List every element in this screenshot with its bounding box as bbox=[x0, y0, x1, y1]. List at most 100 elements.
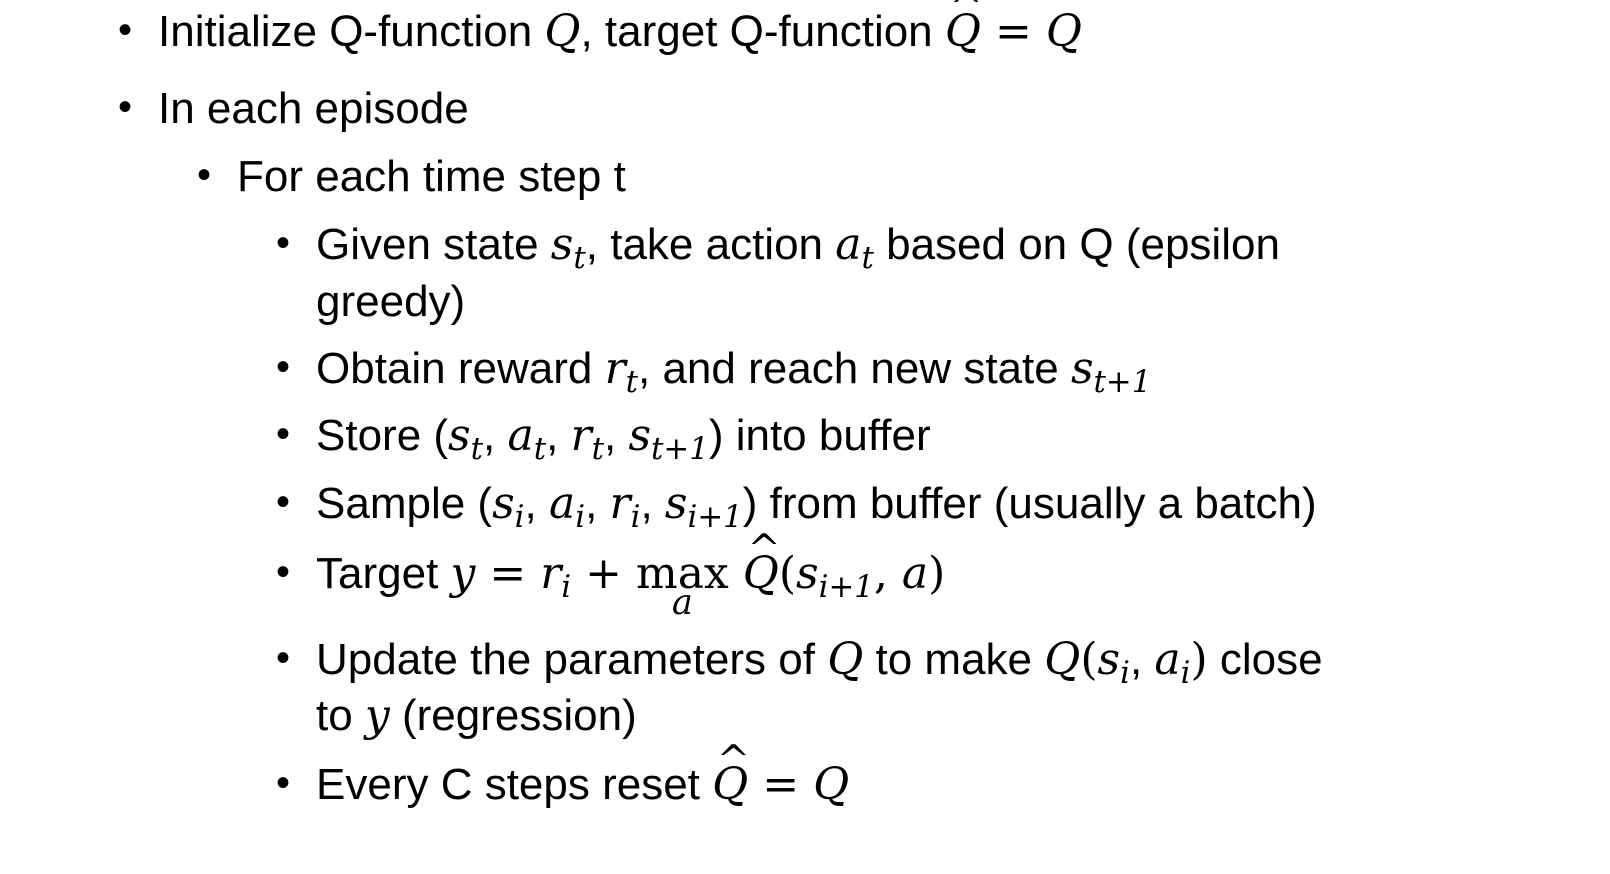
math-subscript: t bbox=[591, 431, 604, 468]
math-operator: = bbox=[748, 759, 814, 810]
text-fragment: close bbox=[1207, 635, 1323, 684]
math-symbol: Q bbox=[544, 6, 581, 57]
math-variable: rt bbox=[604, 343, 638, 398]
math-symbol: Q bbox=[813, 759, 850, 810]
math-subscript: i bbox=[630, 499, 641, 536]
math-symbol: r bbox=[609, 478, 631, 529]
math-symbol: r bbox=[540, 548, 562, 599]
bullet-marker: • bbox=[197, 153, 212, 197]
text-fragment: Every C steps reset bbox=[316, 760, 713, 809]
math-symbol: a bbox=[1154, 634, 1181, 685]
math-subscript: t bbox=[470, 431, 484, 468]
text-fragment: , bbox=[483, 411, 508, 460]
text-fragment: based on Q (epsilon bbox=[873, 220, 1280, 269]
math-subscript: i bbox=[561, 569, 572, 606]
math-variable: Q bbox=[813, 759, 849, 810]
text-fragment: , bbox=[585, 479, 610, 528]
math-symbol: Q bbox=[944, 6, 981, 57]
bullet-item-level-2: For each time step t bbox=[237, 155, 626, 199]
math-symbol: y bbox=[364, 690, 390, 741]
math-variable: si bbox=[1097, 634, 1129, 689]
math-variable: ai bbox=[1154, 634, 1190, 689]
bullet-marker: • bbox=[276, 480, 291, 524]
text-fragment: , bbox=[546, 411, 571, 460]
text-fragment: Initialize Q-function bbox=[158, 7, 545, 56]
math-variable: at bbox=[507, 410, 546, 465]
math-subscript: i bbox=[575, 499, 586, 536]
math-operator: , bbox=[873, 548, 902, 599]
math-symbol: s bbox=[664, 478, 688, 529]
math-variable: Q bbox=[827, 634, 863, 685]
math-variable: Q bbox=[544, 6, 580, 57]
text-fragment: Target bbox=[316, 549, 451, 598]
math-symbol: y bbox=[450, 548, 476, 599]
bullet-marker: • bbox=[276, 761, 291, 805]
math-symbol: a bbox=[901, 548, 929, 599]
math-subscript: i bbox=[1180, 655, 1191, 692]
math-operator bbox=[729, 548, 743, 599]
bullet-item-level-3: Store (st, at, rt, st+1) into buffer bbox=[316, 411, 931, 465]
math-symbol: s bbox=[628, 410, 652, 461]
math-symbol: s bbox=[1070, 343, 1094, 394]
bullet-item-level-1: In each episode bbox=[158, 87, 469, 131]
math-symbol: r bbox=[604, 343, 626, 394]
math-variable: a bbox=[902, 548, 928, 599]
bullet-item-level-3: Every C steps reset Q = Q bbox=[316, 741, 849, 809]
math-symbol: s bbox=[1097, 634, 1121, 685]
math-operator: ( bbox=[1080, 634, 1098, 685]
bullet-item-level-3: Update the parameters of Q to make Q(si,… bbox=[316, 635, 1323, 689]
text-fragment: Sample ( bbox=[316, 479, 493, 528]
math-variable: st bbox=[448, 410, 483, 465]
text-fragment: Obtain reward bbox=[316, 344, 605, 393]
bullet-item-level-3: Given state st, take action at based on … bbox=[316, 220, 1280, 274]
text-fragment: , take action bbox=[585, 220, 836, 269]
bullet-item-level-3: Sample (si, ai, ri, si+1) from buffer (u… bbox=[316, 479, 1317, 533]
text-fragment: Store ( bbox=[316, 411, 449, 460]
math-variable: ri bbox=[609, 478, 641, 533]
math-variable: y bbox=[365, 690, 390, 741]
text-fragment: , and reach new state bbox=[638, 344, 1071, 393]
math-variable: st bbox=[550, 219, 586, 274]
math-subscript: i+1 bbox=[687, 499, 743, 536]
math-operator: = bbox=[475, 548, 541, 599]
bullet-marker: • bbox=[118, 8, 133, 52]
text-fragment: In each episode bbox=[158, 84, 469, 133]
text-fragment: ) into buffer bbox=[708, 411, 931, 460]
text-fragment: , target Q-function bbox=[580, 7, 945, 56]
math-variable: y bbox=[451, 548, 476, 599]
math-hat-variable: Q bbox=[743, 530, 781, 596]
math-variable: at bbox=[835, 219, 874, 274]
math-symbol: Q bbox=[712, 759, 749, 810]
math-symbol: s bbox=[448, 410, 471, 461]
text-fragment: to make bbox=[863, 635, 1045, 684]
bullet-item-level-3: Obtain reward rt, and reach new state st… bbox=[316, 344, 1151, 398]
math-symbol: s bbox=[796, 548, 819, 599]
max-label: max bbox=[635, 548, 729, 599]
math-symbol: Q bbox=[1044, 634, 1081, 685]
math-operator: ) bbox=[1190, 634, 1208, 685]
bullet-item-continuation: greedy) bbox=[316, 277, 466, 326]
text-fragment: , bbox=[640, 479, 665, 528]
math-variable: si+1 bbox=[796, 548, 874, 603]
math-variable: st+1 bbox=[1070, 343, 1151, 398]
math-variable: Q bbox=[1044, 634, 1080, 685]
bullet-marker: • bbox=[276, 345, 291, 389]
math-hat-variable: Q bbox=[712, 741, 750, 807]
math-operator: + bbox=[571, 548, 636, 599]
bullet-marker: • bbox=[276, 550, 291, 594]
math-operator: = bbox=[980, 6, 1046, 57]
math-variable: si bbox=[492, 478, 524, 533]
bullet-marker: • bbox=[118, 85, 133, 129]
text-fragment: , bbox=[604, 411, 629, 460]
math-operator: ) bbox=[928, 548, 946, 599]
math-symbol: s bbox=[550, 219, 574, 270]
math-hat-variable: Q bbox=[945, 0, 983, 54]
math-variable: si+1 bbox=[664, 478, 743, 533]
bullet-marker: • bbox=[276, 221, 291, 265]
text-fragment: Update the parameters of bbox=[316, 635, 828, 684]
math-symbol: a bbox=[548, 478, 576, 529]
math-subscript: i+1 bbox=[818, 569, 874, 606]
math-variable: ri bbox=[540, 548, 571, 603]
